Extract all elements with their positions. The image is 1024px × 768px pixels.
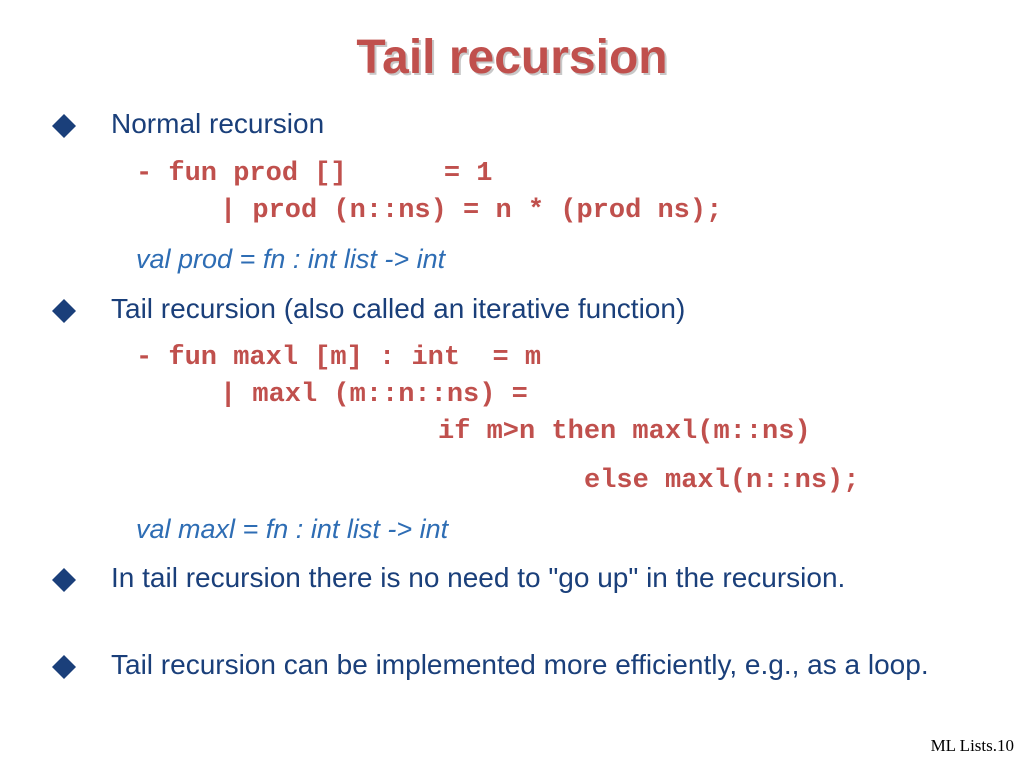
code-line: | prod (n::ns) = n * (prod ns); (220, 196, 723, 226)
code-line: - fun maxl [m] : int = m (136, 343, 542, 373)
bullet-text: In tail recursion there is no need to "g… (111, 562, 846, 593)
diamond-bullet-icon (52, 655, 76, 679)
code-line: if m>n then maxl(m::ns) (438, 417, 811, 447)
diamond-bullet-icon (52, 568, 76, 592)
code-line: - fun prod [] = 1 (136, 159, 493, 189)
diamond-bullet-icon (52, 299, 76, 323)
slide-footer: ML Lists.10 (930, 736, 1014, 755)
code-line: | maxl (m::n::ns) = (220, 380, 528, 410)
bullet-text: Tail recursion can be implemented more e… (111, 649, 929, 680)
code-line: else maxl(n::ns); (584, 466, 860, 496)
bullet-text: Tail recursion (also called an iterative… (111, 293, 686, 324)
code-result: val prod = fn : int list -> int (136, 244, 446, 274)
diamond-bullet-icon (52, 114, 76, 138)
code-result: val maxl = fn : int list -> int (136, 514, 449, 544)
slide-title: Tail recursion (356, 31, 668, 84)
bullet-text: Normal recursion (111, 108, 325, 139)
